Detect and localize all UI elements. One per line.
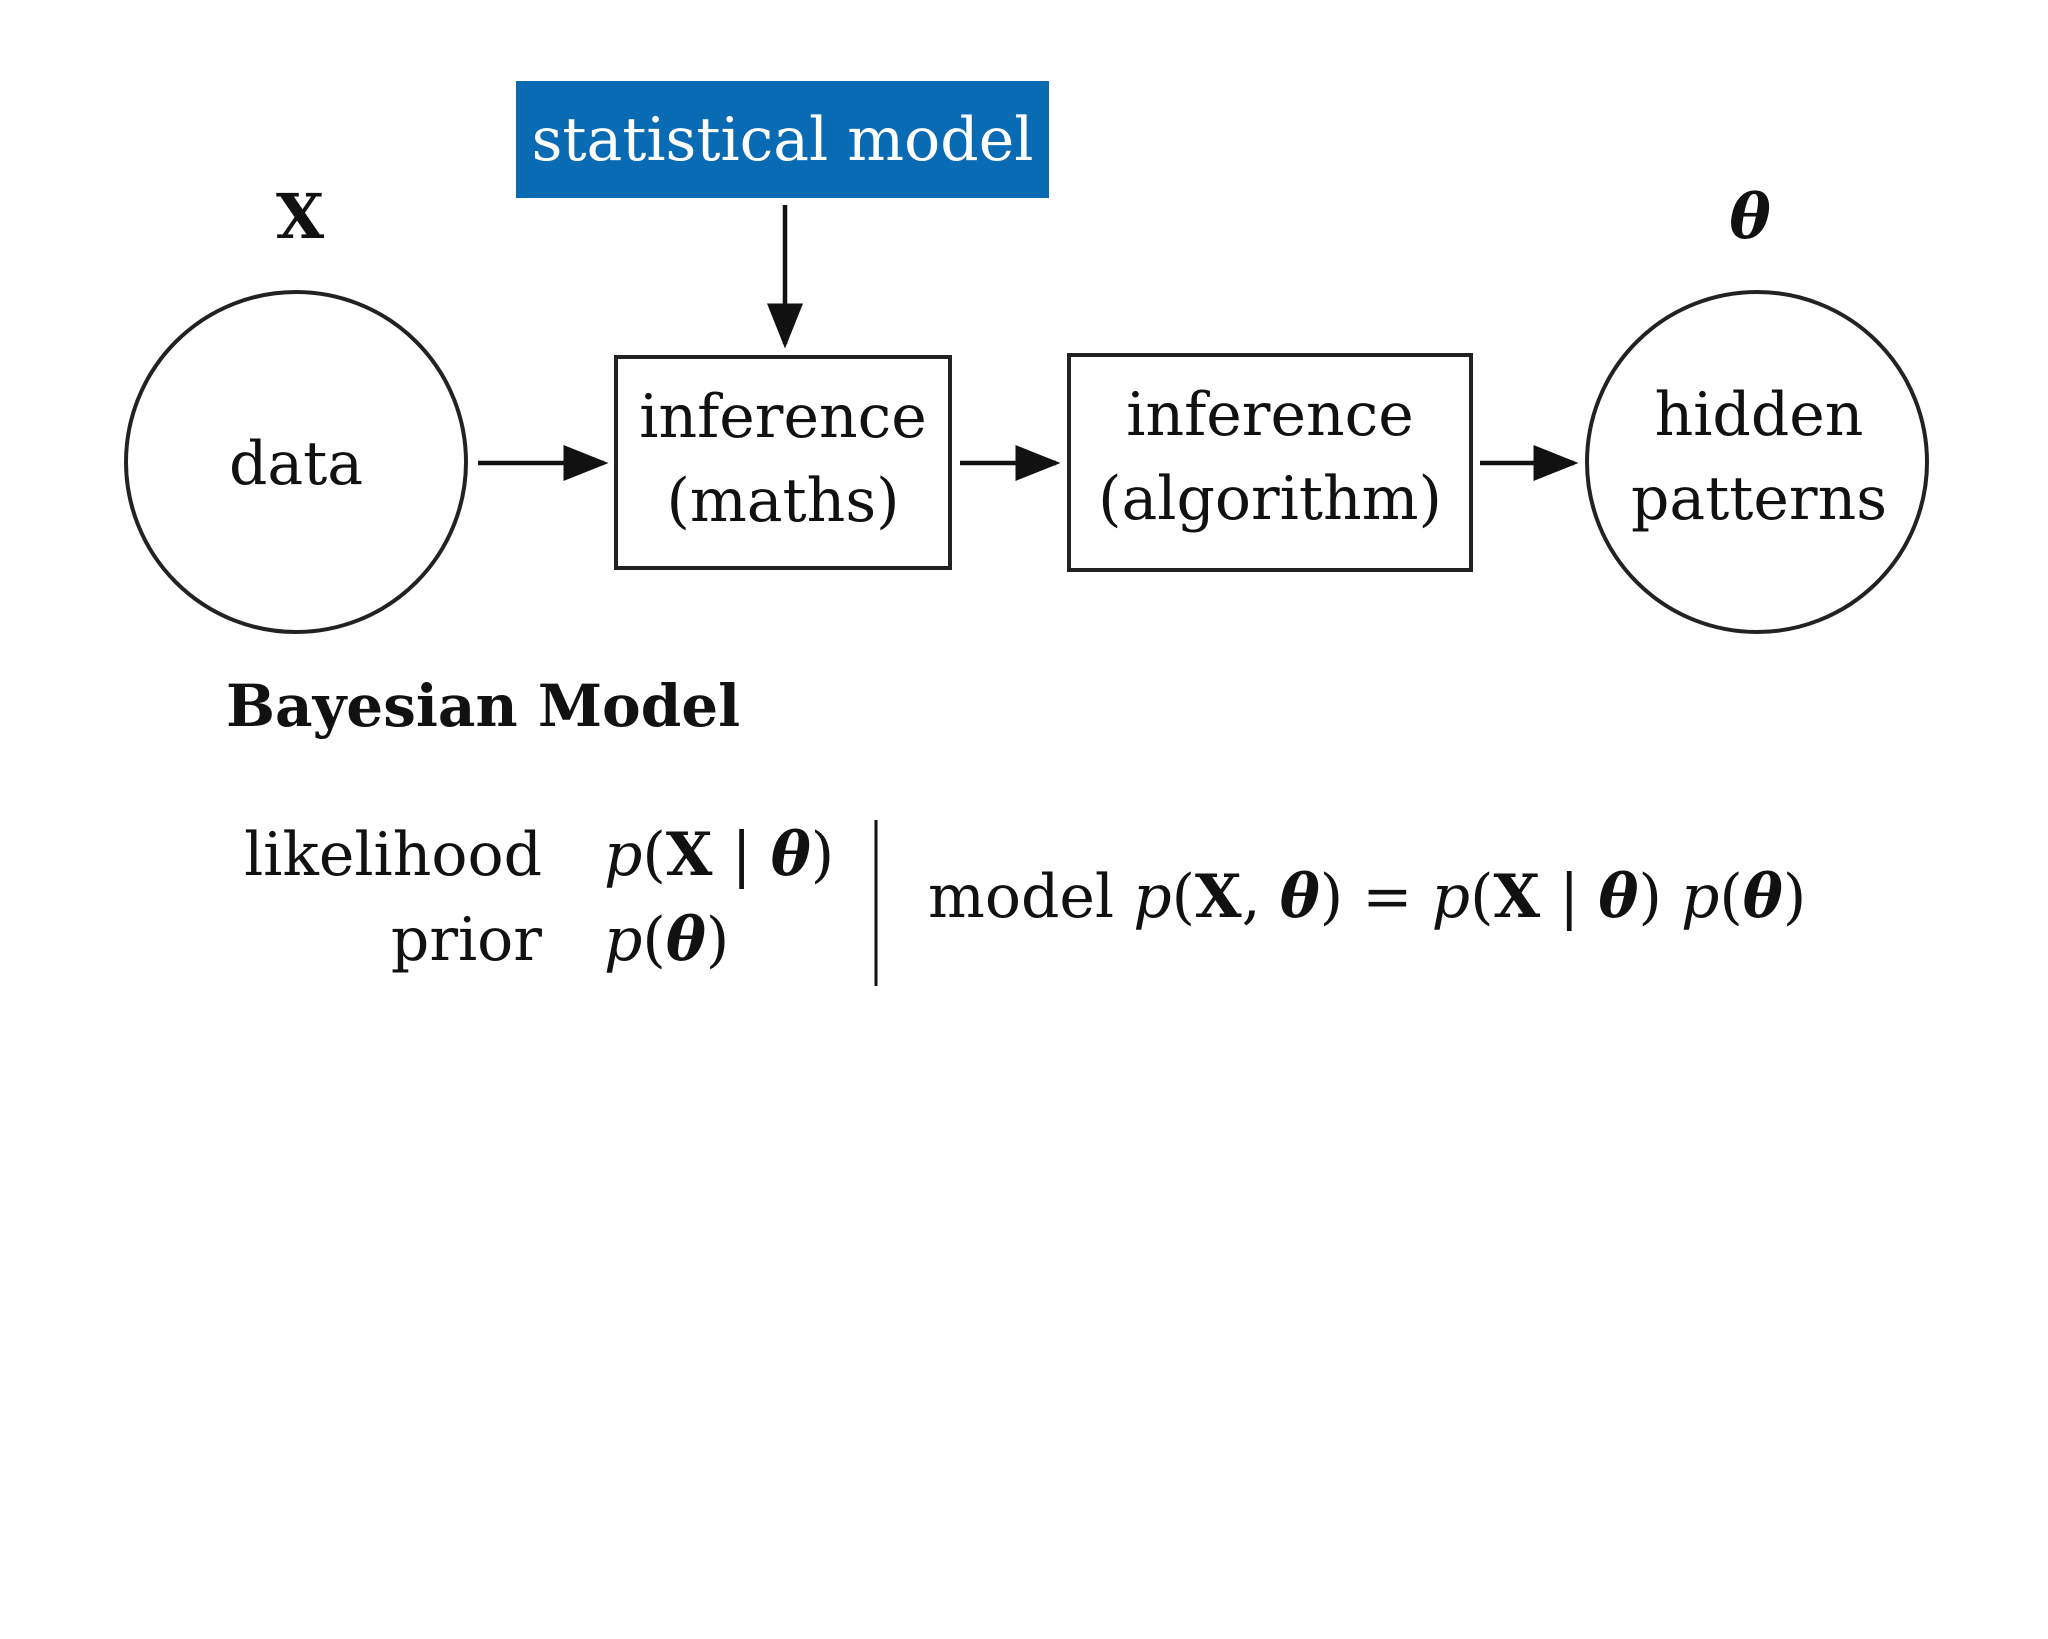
inference-algorithm-box: [1067, 353, 1473, 572]
prior-name: prior: [390, 905, 542, 975]
likelihood-name: likelihood: [244, 820, 542, 890]
model-word: model: [928, 862, 1115, 932]
model-p3: p: [1680, 862, 1720, 932]
model-equation: model p(X, θ) = p(X | θ) p(θ): [928, 862, 1806, 932]
inference-maths-line1: inference: [639, 382, 927, 452]
inference-algorithm-line2: (algorithm): [1098, 464, 1442, 534]
model-p1: p: [1133, 862, 1172, 932]
inference-maths-line2: (maths): [666, 466, 900, 536]
prior-p: p: [604, 905, 643, 975]
inference-algorithm-line1: inference: [1126, 380, 1414, 450]
likelihood-theta: θ: [770, 820, 811, 890]
model-x2: X: [1493, 862, 1541, 932]
model-theta2: θ: [1598, 862, 1639, 932]
prior-theta: θ: [665, 905, 706, 975]
prior-expression: p(θ): [604, 905, 729, 975]
inference-maths-box: [614, 355, 952, 570]
model-bar: |: [1540, 862, 1599, 932]
likelihood-close: ): [810, 820, 835, 890]
model-open3: (: [1719, 862, 1743, 932]
statistical-model-label: statistical model: [531, 104, 1034, 175]
inference-algorithm-label: inference (algorithm): [1069, 373, 1471, 541]
hidden-patterns-line2: patterns: [1630, 464, 1888, 534]
model-theta3: θ: [1742, 862, 1783, 932]
model-close1: ): [1319, 862, 1344, 932]
likelihood-expression: p(X | θ): [604, 820, 834, 890]
likelihood-x: X: [665, 820, 713, 890]
data-node-label: data: [228, 429, 364, 499]
model-theta1: θ: [1279, 862, 1320, 932]
prior-close: ): [705, 905, 730, 975]
hidden-patterns-line1: hidden: [1654, 380, 1864, 450]
bayesian-model-title: Bayesian Model: [226, 672, 741, 740]
inference-maths-label: inference (maths): [616, 375, 950, 543]
model-comma: ,: [1241, 862, 1280, 932]
likelihood-bar: |: [712, 820, 771, 890]
model-equals: =: [1343, 862, 1432, 932]
likelihood-p: p: [604, 820, 643, 890]
model-x1: X: [1195, 862, 1242, 932]
data-node-circle: [124, 290, 468, 634]
model-close3: ): [1782, 862, 1807, 932]
prior-row: prior p(θ): [0, 905, 2048, 985]
statistical-model-box: statistical model: [516, 81, 1049, 198]
data-variable-label: X: [275, 180, 325, 253]
hidden-patterns-label: hidden patterns: [1590, 373, 1928, 541]
model-open1: (: [1171, 862, 1196, 932]
model-close2: ): [1638, 862, 1662, 932]
model-p2: p: [1431, 862, 1471, 932]
likelihood-row: likelihood p(X | θ): [0, 820, 2048, 900]
hidden-patterns-node-circle: [1585, 290, 1929, 634]
prior-open: (: [642, 905, 666, 975]
likelihood-open: (: [642, 820, 666, 890]
model-open2: (: [1470, 862, 1494, 932]
hidden-variable-label: θ: [1729, 180, 1771, 253]
